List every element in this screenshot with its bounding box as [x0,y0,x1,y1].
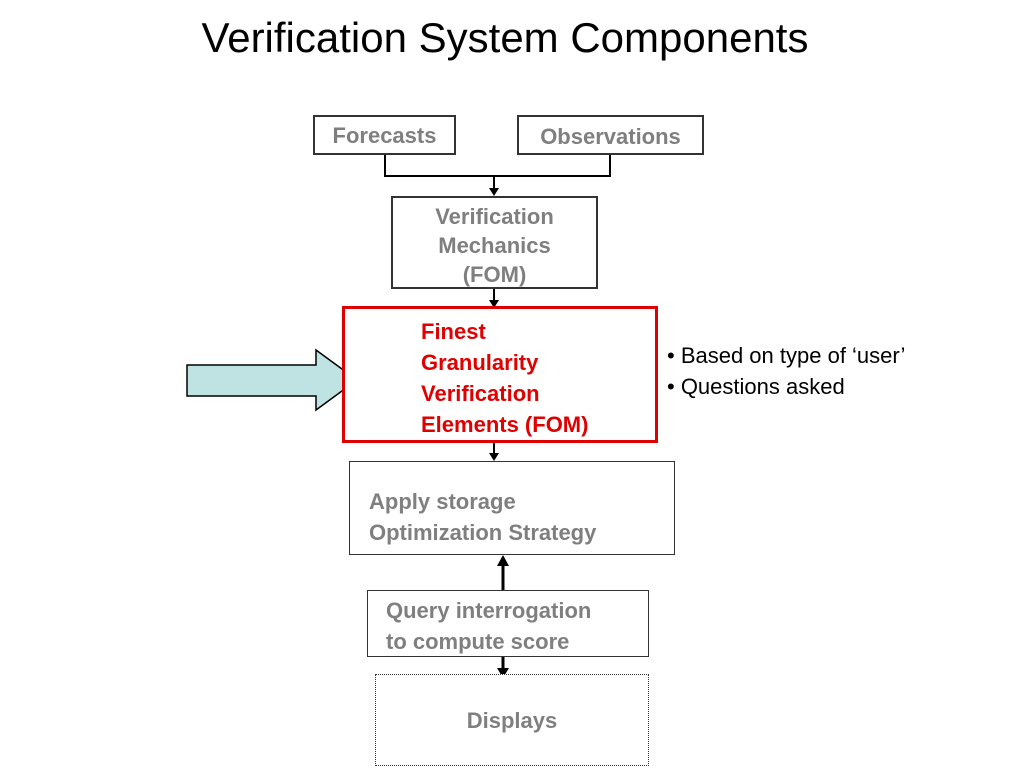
arrowhead-to-mechanics [489,188,499,196]
mechanics-line-1: Verification [435,204,554,229]
page-title: Verification System Components [201,14,809,61]
query-line-1: Query interrogation [386,598,592,623]
displays-box: Displays [375,674,649,766]
finest-line-2: Granularity [421,350,539,375]
query-interrogation-box: Query interrogation to compute score [367,590,649,657]
storage-line-2: Optimization Strategy [369,520,597,545]
observations-label: Observations [540,124,681,149]
observations-box: Observations [517,115,704,155]
finest-line-1: Finest [421,319,486,344]
forecasts-box: Forecasts [313,115,456,155]
storage-optimization-box: Apply storage Optimization Strategy [349,461,675,555]
query-line-2: to compute score [386,629,570,654]
bullet-questions: • Questions asked [667,374,845,399]
merge-connector [384,155,611,177]
displays-label: Displays [466,708,558,733]
forecasts-label: Forecasts [332,123,437,148]
arrowhead-to-displays [497,668,509,678]
storage-line-1: Apply storage [369,489,516,514]
finest-granularity-box: Finest Granularity Verification Elements… [342,306,658,443]
verification-mechanics-box: Verification Mechanics (FOM) [391,196,598,289]
mechanics-line-3: (FOM) [462,262,527,287]
finest-line-3: Verification [421,381,540,406]
mechanics-line-2: Mechanics [438,233,551,258]
finest-line-4: Elements (FOM) [421,412,589,437]
arrowhead-to-finest [489,300,499,308]
arrowhead-to-storage [489,453,499,461]
bullet-user-type: • Based on type of ‘user’ [667,343,906,368]
pointer-block-arrow [186,348,359,412]
arrowhead-up-to-storage [497,555,509,566]
bullet-list: • Based on type of ‘user’ • Questions as… [667,340,905,402]
